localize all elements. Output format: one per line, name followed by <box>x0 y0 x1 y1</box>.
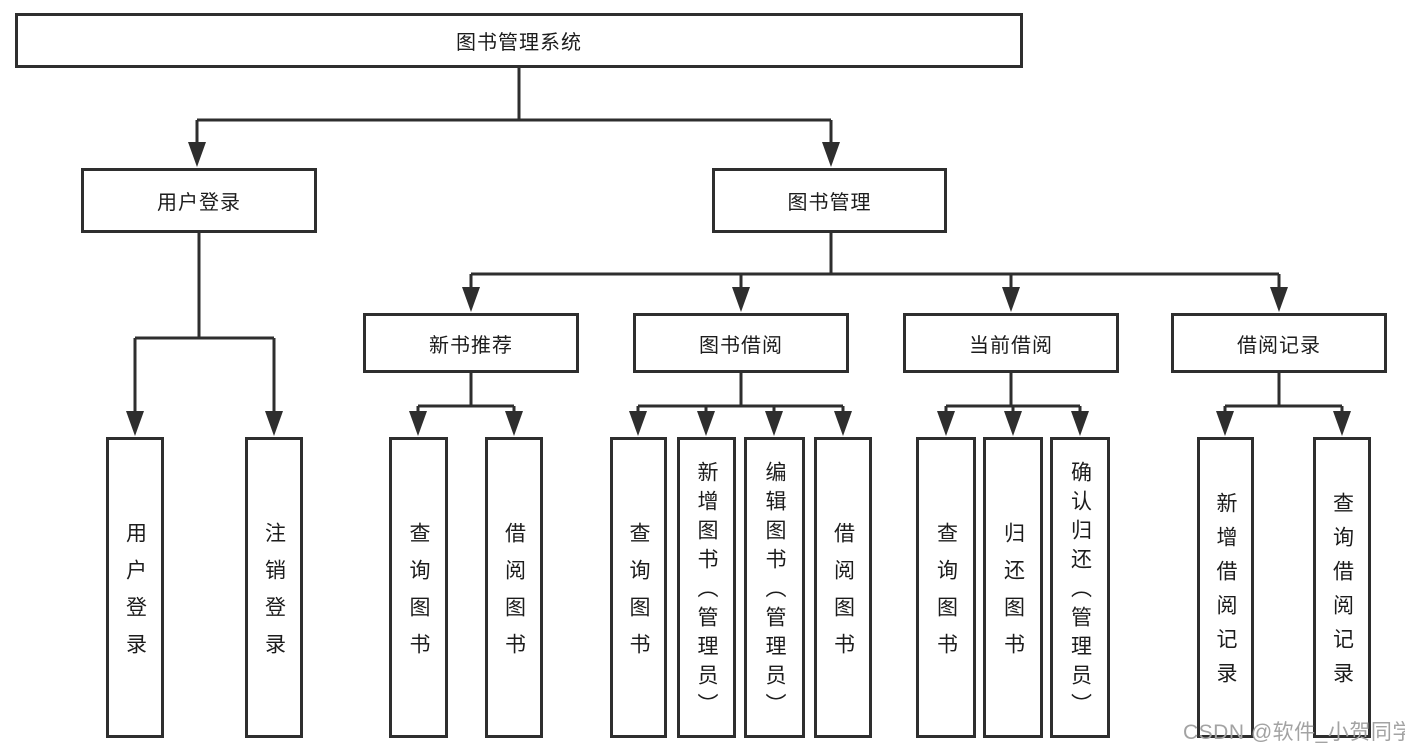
node-query-books-current: 查询图书 <box>916 437 976 738</box>
node-new-book-recommend: 新书推荐 <box>363 313 579 373</box>
node-borrow-books-recommend: 借阅图书 <box>485 437 543 738</box>
node-borrow-records: 借阅记录 <box>1171 313 1387 373</box>
node-user-login-branch: 用户登录 <box>81 168 317 233</box>
connector-bookmgmt-to-level3 <box>469 232 1281 294</box>
connector-records-to-children <box>1223 372 1344 418</box>
node-add-books-admin: 新增图书（管理员） <box>677 437 736 738</box>
arrow-icon <box>1071 411 1089 436</box>
node-logout: 注销登录 <box>245 437 303 738</box>
arrow-icon <box>265 411 283 436</box>
node-edit-books-admin: 编辑图书（管理员） <box>744 437 805 738</box>
arrow-icon <box>1004 411 1022 436</box>
arrow-icon <box>629 411 647 436</box>
arrow-icon <box>126 411 144 436</box>
node-add-borrow-record: 新增借阅记录 <box>1197 437 1254 738</box>
arrow-icon <box>1216 411 1234 436</box>
node-current-borrowing: 当前借阅 <box>903 313 1119 373</box>
watermark: CSDN @软件_小贺同学 <box>1183 721 1405 744</box>
node-query-books-borrowing: 查询图书 <box>610 437 667 738</box>
node-user-login-leaf: 用户登录 <box>106 437 164 738</box>
connector-root-to-level2 <box>195 67 833 150</box>
node-book-borrowing: 图书借阅 <box>633 313 849 373</box>
node-book-management: 图书管理 <box>712 168 947 233</box>
arrow-icon <box>505 411 523 436</box>
node-query-books-recommend: 查询图书 <box>389 437 448 738</box>
arrow-icon <box>1270 287 1288 312</box>
node-confirm-return-admin: 确认归还（管理员） <box>1050 437 1110 738</box>
node-query-borrow-record: 查询借阅记录 <box>1313 437 1371 738</box>
node-return-books: 归还图书 <box>983 437 1043 738</box>
arrow-icon <box>1002 287 1020 312</box>
connector-bookborrow-to-children <box>636 372 845 418</box>
arrowheads <box>126 142 1351 436</box>
connector-newbook-to-children <box>416 372 516 418</box>
arrow-icon <box>765 411 783 436</box>
arrow-icon <box>697 411 715 436</box>
arrow-icon <box>409 411 427 436</box>
arrow-icon <box>822 142 840 167</box>
arrow-icon <box>834 411 852 436</box>
arrow-icon <box>937 411 955 436</box>
node-borrow-books-borrowing: 借阅图书 <box>814 437 872 738</box>
arrow-icon <box>462 287 480 312</box>
node-root: 图书管理系统 <box>15 13 1023 68</box>
arrow-icon <box>188 142 206 167</box>
connector-userlogin-to-children <box>133 232 276 418</box>
arrow-icon <box>1333 411 1351 436</box>
arrow-icon <box>732 287 750 312</box>
